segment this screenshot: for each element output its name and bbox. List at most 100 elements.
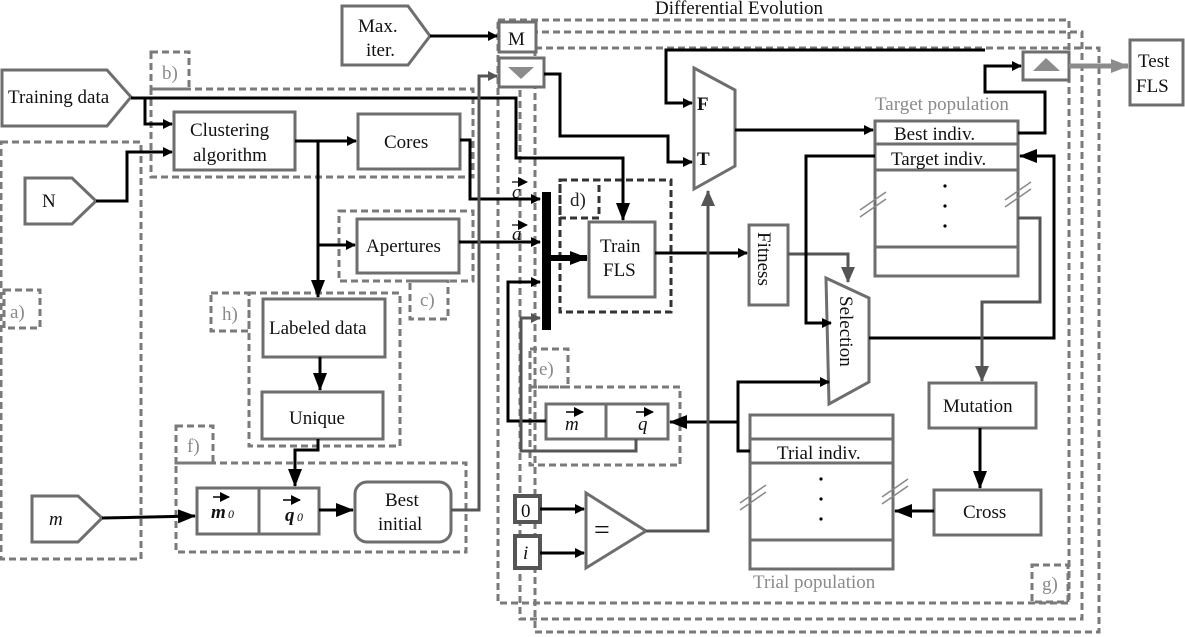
svg-text:Fitness: Fitness — [753, 232, 774, 286]
m-cell: m — [565, 407, 584, 435]
de-title: Differential Evolution — [655, 0, 823, 19]
tag-b: b) — [162, 63, 178, 84]
svg-text:m: m — [49, 509, 63, 530]
mutation-block: Mutation — [927, 381, 1038, 430]
svg-text:Target population: Target population — [875, 94, 1009, 115]
svg-text:Cores: Cores — [384, 132, 428, 153]
selection-block: Selection — [824, 275, 871, 407]
test-fls-block: Test FLS — [1128, 38, 1185, 107]
svg-text:Cross: Cross — [963, 502, 1006, 523]
svg-text:T: T — [697, 149, 710, 170]
de-frame-main — [496, 18, 1071, 605]
svg-text:i: i — [523, 543, 528, 564]
m0-q0-register: m 0 q 0 — [195, 486, 321, 536]
triangle-down-icon — [508, 67, 534, 79]
trial-population: Trial indiv. Trial population — [739, 413, 909, 593]
vector-a-label: a — [512, 220, 528, 245]
training-data-input: Training data — [0, 68, 133, 128]
input-bus — [542, 192, 551, 330]
svg-text:0: 0 — [297, 510, 303, 524]
break-mark-right — [1004, 181, 1032, 208]
svg-text:0: 0 — [228, 507, 234, 521]
wires — [96, 31, 1129, 558]
tag-e-box — [528, 347, 570, 389]
tag-a-box — [2, 288, 42, 330]
break-mark-left — [859, 191, 887, 218]
iteration-counter: i — [513, 534, 542, 570]
output-latch-up — [1021, 50, 1071, 82]
svg-text:initial: initial — [378, 514, 422, 535]
best-initial-block: Best initial — [353, 480, 453, 544]
vector-c-label: c — [512, 177, 528, 203]
svg-text:Labeled data: Labeled data — [269, 318, 367, 339]
equality-comparator: = — [584, 490, 649, 571]
region-c — [337, 209, 475, 283]
region-a — [0, 140, 143, 561]
svg-text:Clustering: Clustering — [190, 120, 270, 141]
triangle-up-icon — [1033, 58, 1060, 71]
svg-text:Best: Best — [385, 490, 420, 511]
tag-c-box — [408, 279, 450, 321]
q0-cell: q 0 — [283, 495, 303, 526]
max-iter-input: Max. iter. — [340, 4, 432, 67]
load-latch-down — [497, 56, 546, 89]
svg-text:q: q — [285, 505, 295, 526]
tag-e: e) — [539, 359, 554, 380]
tag-d-box — [558, 178, 601, 220]
fitness-block: Fitness — [747, 223, 790, 307]
region-h — [247, 291, 402, 448]
svg-text:Mutation: Mutation — [943, 396, 1013, 417]
svg-text:iter.: iter. — [366, 40, 395, 61]
svg-text:FLS: FLS — [1136, 76, 1169, 97]
svg-text:a: a — [512, 224, 522, 245]
svg-text:q: q — [638, 414, 648, 435]
svg-text:Test: Test — [1138, 51, 1170, 72]
apertures-block: Apertures — [355, 217, 461, 275]
svg-text:F: F — [697, 94, 709, 115]
svg-text:Trial population: Trial population — [753, 572, 876, 593]
svg-text:Selection: Selection — [835, 296, 856, 367]
zero-constant: 0 — [513, 494, 542, 524]
best-indiv-slot: Best indiv. — [894, 124, 975, 145]
labeled-data-block: Labeled data — [261, 297, 387, 359]
svg-text:0: 0 — [521, 501, 531, 522]
region-f — [174, 461, 468, 554]
train-fls-block: Train FLS — [587, 220, 657, 299]
svg-text:M: M — [508, 29, 525, 50]
svg-text:Unique: Unique — [289, 408, 345, 429]
tag-f-box — [174, 424, 215, 465]
svg-text:c: c — [512, 182, 521, 203]
tag-g: g) — [1042, 574, 1058, 595]
svg-text:Apertures: Apertures — [366, 236, 441, 257]
unique-block: Unique — [260, 390, 385, 441]
svg-text:m: m — [211, 502, 226, 523]
tag-d: d) — [570, 190, 586, 211]
tag-a: a) — [10, 302, 25, 323]
svg-text:=: = — [594, 515, 610, 546]
svg-text:Max.: Max. — [358, 16, 398, 37]
break-mark-right — [881, 478, 909, 505]
tag-b-box — [149, 50, 191, 91]
tag-h-box — [209, 291, 251, 333]
tag-g-box — [1030, 563, 1070, 604]
break-mark-left — [739, 484, 767, 511]
svg-text:Training data: Training data — [8, 87, 110, 108]
svg-text:FLS: FLS — [603, 260, 636, 281]
svg-text:N: N — [42, 191, 56, 212]
m-input: m — [30, 494, 105, 544]
tag-c: c) — [420, 290, 435, 311]
tag-h: h) — [222, 304, 238, 325]
clustering-algorithm-block: Clustering algorithm — [172, 110, 297, 172]
m0-cell: m 0 — [211, 492, 234, 523]
tag-f: f) — [187, 436, 200, 457]
f-t-multiplexer: F T — [692, 65, 737, 192]
svg-text:algorithm: algorithm — [193, 145, 267, 166]
region-b — [149, 87, 475, 179]
cores-block: Cores — [356, 112, 462, 171]
memory-block: M — [497, 20, 538, 54]
trial-indiv-slot: Trial indiv. — [777, 443, 861, 464]
target-population: Target population Best indiv. Target ind… — [859, 94, 1032, 278]
target-indiv-slot: Target indiv. — [891, 149, 986, 170]
svg-text:Train: Train — [600, 236, 641, 257]
